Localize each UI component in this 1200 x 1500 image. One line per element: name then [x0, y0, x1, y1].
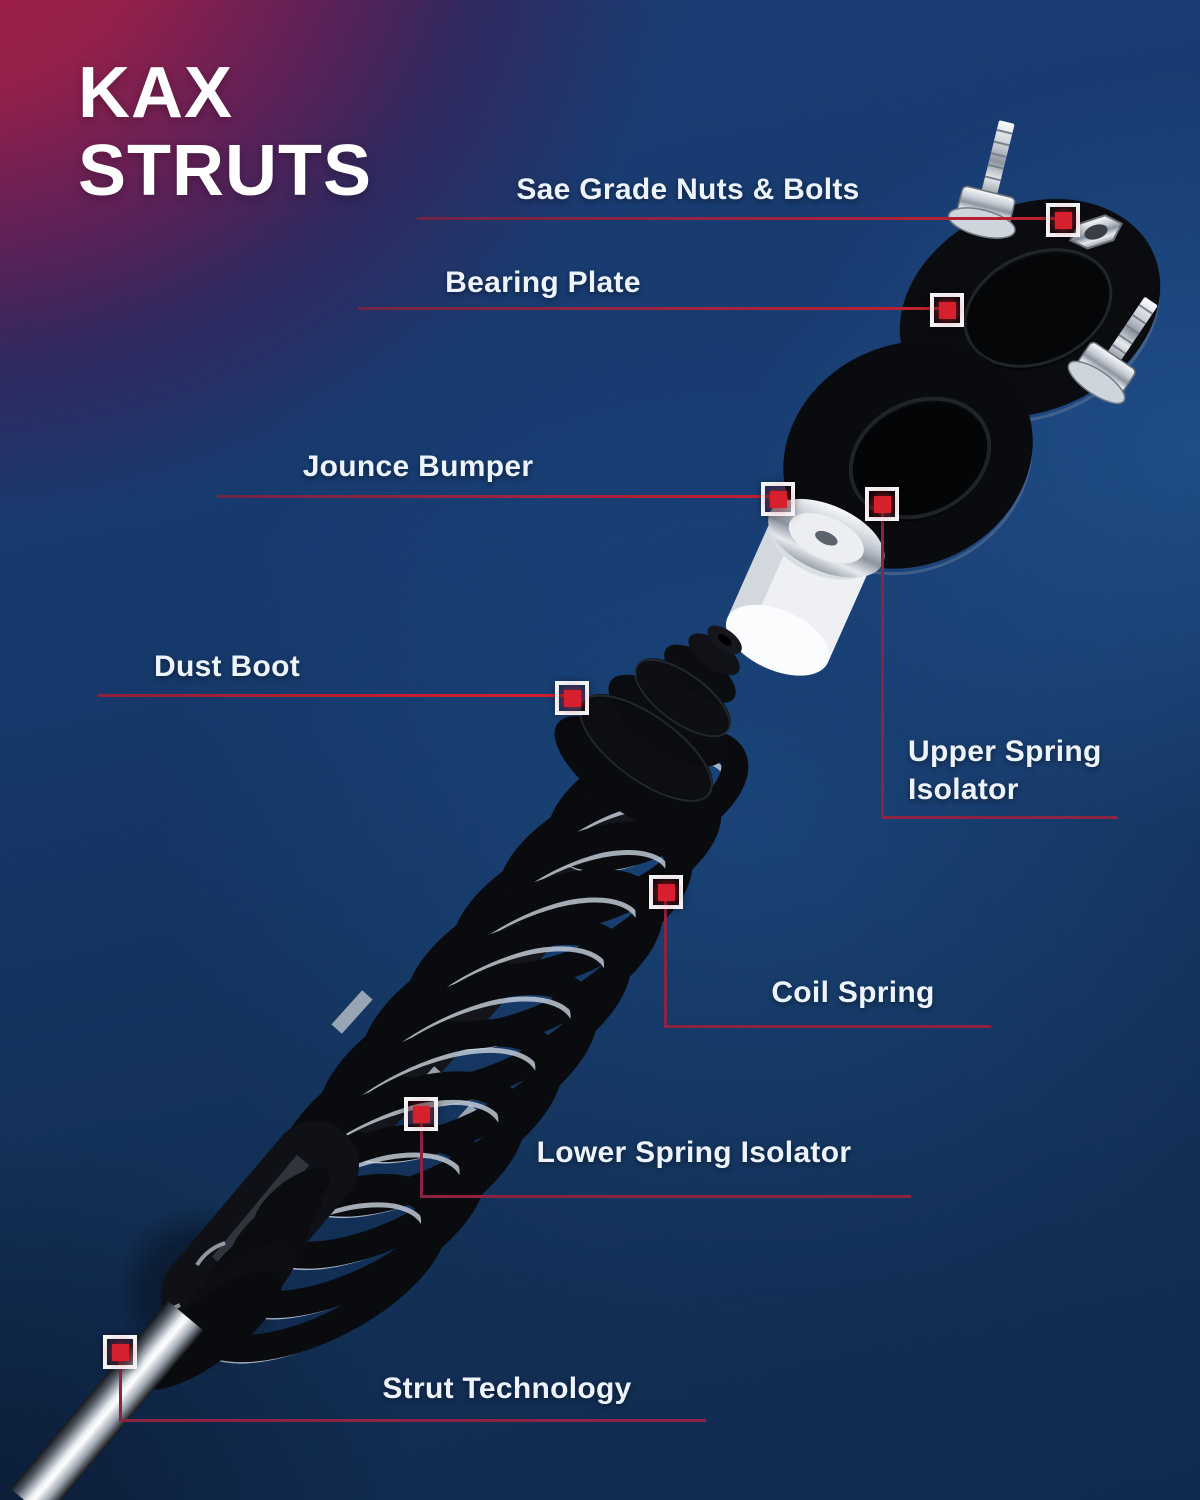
marker-red-square-icon — [563, 689, 581, 707]
part-marker-coil-spring — [649, 875, 683, 909]
brand-title-line2: STRUTS — [78, 131, 372, 211]
piston-rod-part — [10, 1300, 204, 1500]
label-coil-spring: Coil Spring — [771, 976, 935, 1009]
marker-red-square-icon — [412, 1105, 430, 1123]
strut-body-part — [10, 1121, 359, 1500]
label-strut-technology: Strut Technology — [382, 1372, 632, 1405]
part-marker-dust-boot — [555, 681, 589, 715]
callout-line-bearing-plate — [358, 307, 947, 310]
label-lower-spring-isolator: Lower Spring Isolator — [536, 1136, 852, 1169]
callout-line-upper-spring-isolator — [881, 504, 1118, 819]
part-marker-upper-spring-isolator — [865, 487, 899, 521]
part-marker-strut-technology — [103, 1335, 137, 1369]
callout-line-strut-technology — [119, 1352, 706, 1422]
callout-line-jounce-bumper — [217, 495, 778, 498]
callout-line-coil-spring — [664, 892, 991, 1028]
label-sae-grade-nuts-bolts: Sae Grade Nuts & Bolts — [516, 173, 860, 206]
marker-red-square-icon — [769, 490, 787, 508]
dust-boot-part — [554, 625, 742, 832]
marker-red-square-icon — [938, 301, 956, 319]
loose-nut — [1068, 214, 1124, 250]
brand-title-line1: KAX — [78, 53, 234, 133]
part-marker-lower-spring-isolator — [404, 1097, 438, 1131]
label-bearing-plate: Bearing Plate — [445, 266, 641, 299]
callout-line-dust-boot — [98, 694, 572, 697]
part-marker-sae-grade-nuts-bolts — [1046, 203, 1080, 237]
jounce-bumper-part — [725, 498, 885, 676]
label-jounce-bumper: Jounce Bumper — [302, 450, 534, 483]
marker-red-square-icon — [657, 883, 675, 901]
callout-line-lower-spring-isolator — [420, 1114, 911, 1198]
sae-nuts-and-bolts-part — [947, 120, 1158, 405]
callout-line-sae-grade-nuts-bolts — [417, 217, 1063, 220]
label-dust-boot: Dust Boot — [153, 650, 300, 683]
marker-red-square-icon — [1054, 211, 1072, 229]
part-marker-jounce-bumper — [761, 482, 795, 516]
marker-red-square-icon — [873, 495, 891, 513]
marker-red-square-icon — [111, 1343, 129, 1361]
label-upper-spring-isolator: Upper Spring Isolator — [908, 735, 1102, 806]
part-marker-bearing-plate — [930, 293, 964, 327]
